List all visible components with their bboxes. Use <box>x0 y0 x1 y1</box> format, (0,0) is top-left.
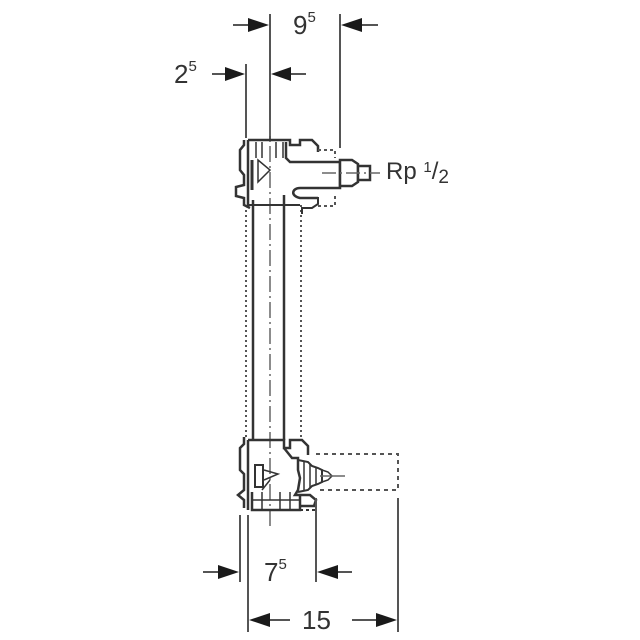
dimension-value: 7 <box>264 557 279 587</box>
dimension-superscript: 5 <box>188 58 197 75</box>
dimension-value: 9 <box>293 10 308 40</box>
dimension-label-top-offset: 25 <box>174 58 197 89</box>
thread-numerator: 1 <box>423 159 432 176</box>
top-fitting <box>234 138 342 214</box>
thread-annotation: Rp 1/2 <box>386 158 449 188</box>
dimension-label-bottom-total: 15 <box>302 607 331 633</box>
thread-prefix: Rp <box>386 158 417 185</box>
arrowhead-icon <box>218 565 397 627</box>
dimension-superscript: 5 <box>278 556 287 573</box>
dimension-label-top-width: 95 <box>293 9 316 40</box>
dimension-value: 2 <box>174 59 189 89</box>
thread-denominator: 2 <box>438 167 449 188</box>
arrowhead-icon <box>248 18 362 32</box>
dimension-bottom-lines <box>203 498 399 632</box>
bottom-fitting <box>236 437 345 512</box>
main-pipe <box>245 120 302 530</box>
thread-slash: / <box>431 158 439 185</box>
bottom-outlet-envelope <box>316 453 399 491</box>
threaded-outlet <box>322 158 380 188</box>
dimension-value: 15 <box>302 605 331 635</box>
dimension-label-bottom-inner: 75 <box>264 556 287 587</box>
dimension-top-width <box>233 14 378 148</box>
top-outlet-envelope <box>318 149 336 207</box>
dimension-superscript: 5 <box>307 9 316 26</box>
arrowhead-icon <box>225 67 291 81</box>
